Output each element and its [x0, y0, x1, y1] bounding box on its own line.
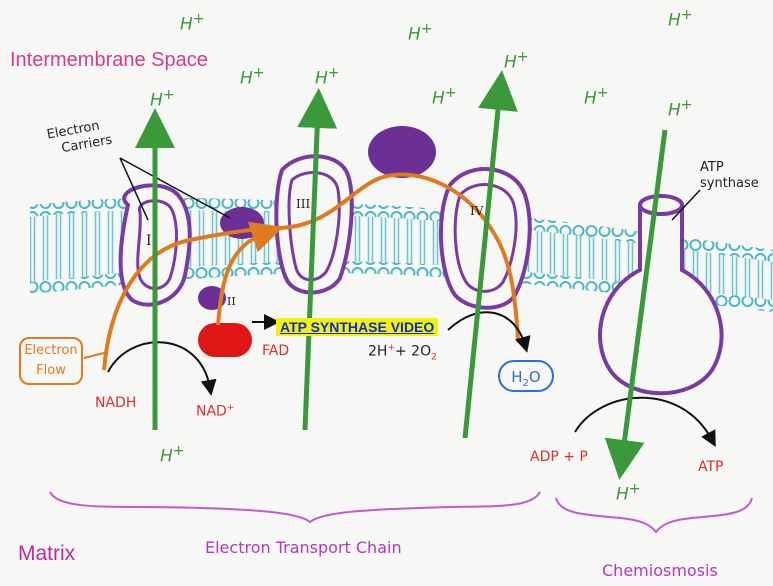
- atp-synthase-label: ATP synthase: [700, 160, 759, 191]
- proton-label: H+: [432, 85, 457, 109]
- water-label: H2O: [498, 360, 554, 392]
- cytochrome-c-carrier: [368, 126, 436, 178]
- proton-label: H+: [668, 7, 693, 31]
- fad-label: FAD: [262, 343, 290, 359]
- atp-label: ATP: [698, 459, 724, 475]
- proton-label: H+: [160, 443, 185, 467]
- lipid-bilayer: [30, 197, 773, 312]
- adp-p-label: ADP + P: [530, 449, 588, 465]
- electron-flow-path: [102, 172, 520, 371]
- etc-label: Electron Transport Chain: [205, 538, 402, 557]
- matrix-title: Matrix: [18, 542, 76, 565]
- proton-label: H+: [408, 21, 433, 45]
- complex-4-label: IV: [470, 204, 484, 218]
- etc-brace: [49, 491, 541, 524]
- proton-label: H+: [668, 97, 693, 121]
- carrier-pointer-1: [119, 157, 149, 221]
- proton-label: H+: [616, 481, 641, 505]
- complex-1-label: I: [146, 233, 152, 249]
- atp-synthase-video-link[interactable]: ATP SYNTHASE VIDEO: [276, 318, 439, 336]
- complex-2-label: II: [227, 295, 236, 308]
- nadh-label: NADH: [95, 395, 137, 411]
- fad-blob: [198, 323, 252, 357]
- atp-synthase: [598, 194, 724, 396]
- proton-arrow-2: [297, 88, 338, 431]
- electron-flow-label: Electron Flow: [19, 337, 83, 385]
- proton-label: H+: [180, 11, 205, 35]
- proton-label: H+: [315, 65, 340, 89]
- electron-flow-arrow: [83, 351, 109, 359]
- chemiosmosis-brace: [555, 497, 753, 534]
- atp-synthase-pointer: [671, 189, 701, 221]
- chemiosmosis-label: Chemiosmosis: [602, 561, 718, 580]
- oxygen-reaction-label: 2H++ 2O2: [368, 343, 437, 363]
- nad-plus-label: NAD+: [196, 403, 235, 420]
- fadh-electron-path: [216, 221, 284, 326]
- proton-label: H+: [150, 87, 175, 111]
- carrier-pointer-2: [119, 157, 231, 219]
- proton-arrow-atp-synthase: [604, 129, 668, 480]
- proton-arrow-3: [462, 70, 518, 439]
- proton-label: H+: [584, 85, 609, 109]
- nadh-arc: [107, 341, 217, 396]
- proton-label: H+: [504, 49, 529, 73]
- complex-3-label: III: [296, 197, 310, 211]
- intermembrane-space-title: Intermembrane Space: [10, 49, 208, 71]
- proton-label: H+: [240, 65, 265, 89]
- adp-arc: [574, 396, 716, 448]
- oxygen-arc: [447, 311, 531, 353]
